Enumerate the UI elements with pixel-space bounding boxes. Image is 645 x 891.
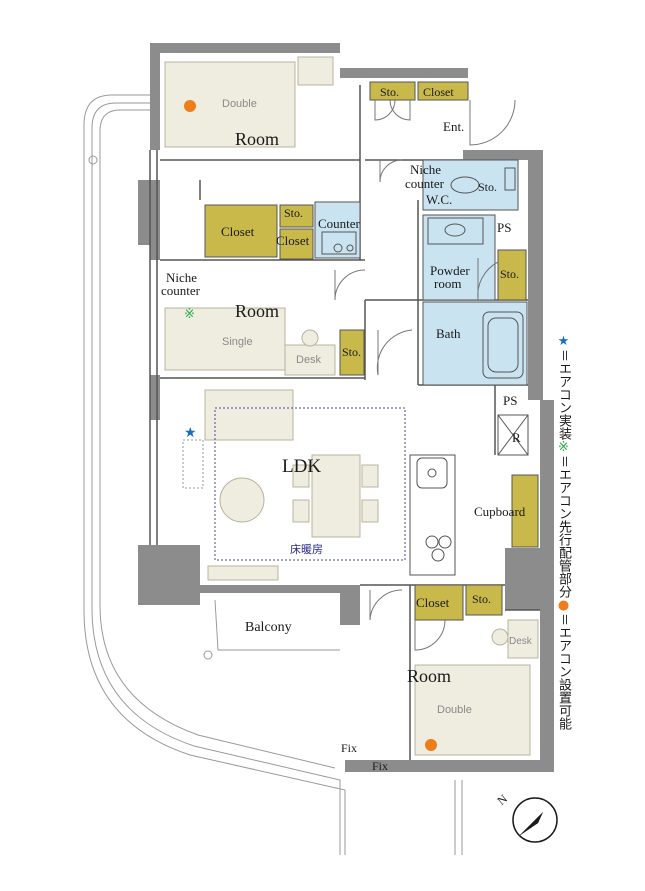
sofa [204,389,294,441]
wet-areas [314,159,528,386]
closet-nw-label: Closet [221,224,255,239]
compass [512,797,558,843]
balcony-label: Balcony [245,620,292,635]
legend-asterisk-text: ＝エアコン先行配管部分 [556,455,571,599]
sto-room-mid-label: Sto. [342,345,361,359]
balcony-outline [83,94,463,855]
ps-upper-label: PS [497,220,511,235]
sto-nw-label: Sto. [284,206,303,220]
bed-se-label: Double [437,704,472,716]
cupboard-label: Cupboard [474,504,526,519]
ac-piping-marker: ※ [184,306,195,321]
sto-wc-label: Sto. [478,180,497,194]
fix-window-2: Fix [372,759,388,773]
floor-heating-label: 床暖房 [290,542,323,556]
fixtures [321,167,529,576]
powder-room-2: room [434,276,461,291]
compass-north-label: N [494,791,510,808]
legend: ★＝エアコン実装※＝エアコン先行配管部分●＝エアコン設置可能 [555,334,571,730]
niche-counter-room-1: Niche [166,270,197,285]
exterior-walls [138,43,554,772]
round-table [219,477,265,523]
closet-nw2-label: Closet [276,233,310,248]
ac-dashed-area [182,439,204,489]
floor-heating-area [214,407,406,561]
wc-label: W.C. [426,192,452,207]
closet-top-label: Closet [423,85,454,99]
legend-star-icon: ★ [556,334,571,349]
bed-mid [164,307,286,371]
storage-areas [204,81,539,621]
powder-room-1: Powder [430,263,470,278]
niche-counter-room-2: counter [161,283,201,298]
desk-mid [284,344,336,376]
ldk-label: LDK [282,456,321,477]
entrance-label: Ent. [443,119,464,134]
desk-mid-label: Desk [296,354,322,366]
sto-top-label: Sto. [380,85,399,99]
legend-star-text: ＝エアコン実装 [556,349,571,441]
desk-se-label: Desk [509,636,533,647]
door-swings [334,99,516,651]
ac-install-marker-nw [184,100,196,112]
niche-counter-wc-1: Niche [410,162,441,177]
refrigerator-label: R [512,430,521,445]
legend-dot-icon: ● [556,598,571,614]
legend-dot-text: ＝エアコン設置可能 [556,613,571,731]
room-label-nw: Room [235,129,279,149]
counter-label: Counter [318,216,361,231]
niche-counter-wc-2: counter [405,176,445,191]
room-label-mid: Room [235,301,279,321]
dining-table [311,454,361,538]
closet-se-label: Closet [416,595,450,610]
bed-nw-label: Double [222,98,257,110]
legend-asterisk-icon: ※ [556,440,571,456]
sto-powder-label: Sto. [500,267,519,281]
ac-installed-marker: ★ [184,424,197,440]
bath-label: Bath [436,326,461,341]
ps-lower-label: PS [503,393,517,408]
ac-install-marker-se [425,739,437,751]
bed-mid-label: Single [222,336,253,348]
fix-window-1: Fix [341,741,357,755]
sto-se-label: Sto. [472,592,491,606]
room-label-se: Room [407,666,451,686]
